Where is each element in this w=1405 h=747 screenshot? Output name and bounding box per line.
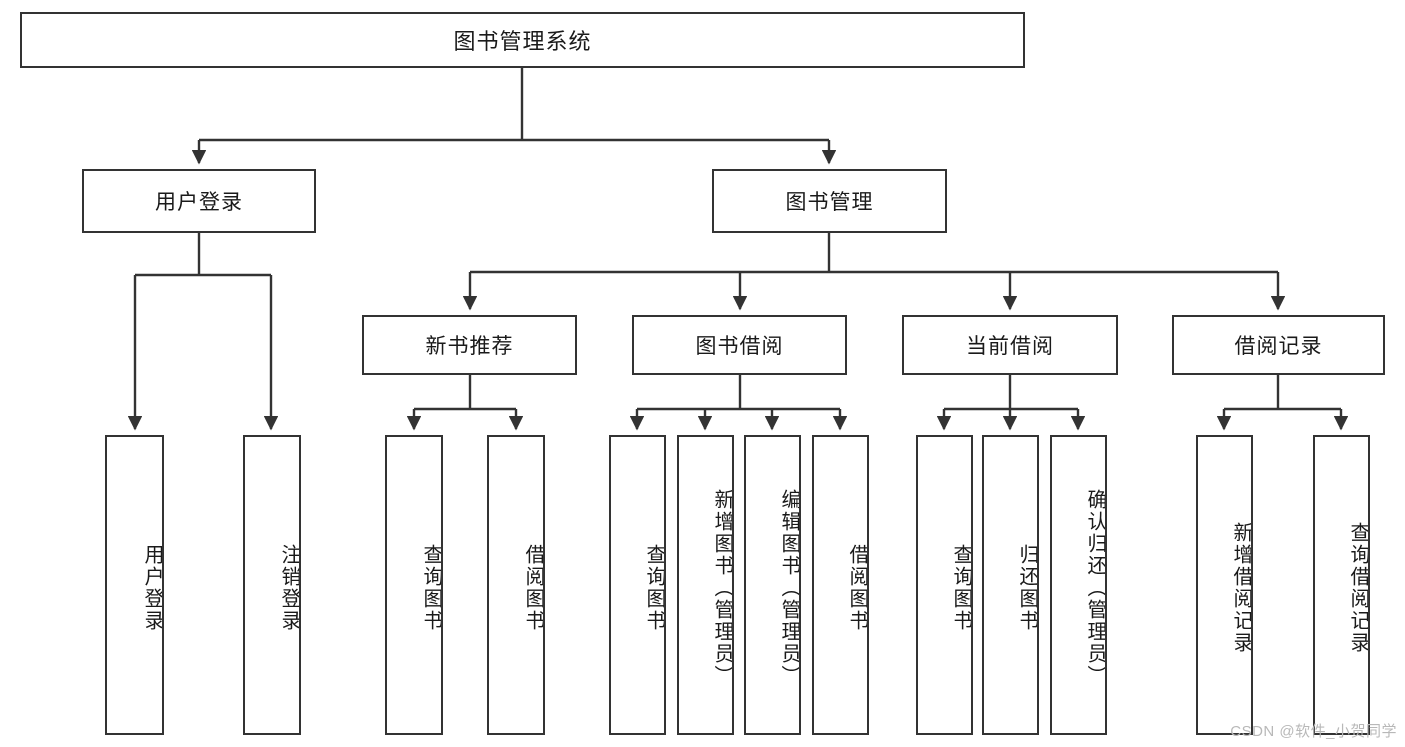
node-current-borrow[interactable]: 当前借阅	[902, 315, 1118, 375]
node-label: 查询借阅记录	[1347, 522, 1369, 654]
node-label: 图书管理系统	[453, 29, 592, 54]
leaf-add-book-admin[interactable]: 新增图书（管理员）	[677, 435, 734, 735]
leaf-logout[interactable]: 注销登录	[243, 435, 301, 735]
node-book-borrow[interactable]: 图书借阅	[632, 315, 847, 375]
node-label: 用户登录	[155, 191, 243, 214]
node-borrow-record[interactable]: 借阅记录	[1172, 315, 1385, 375]
node-book-management[interactable]: 图书管理	[712, 169, 947, 233]
node-label: 借阅图书	[846, 544, 868, 632]
node-label: 归还图书	[1016, 544, 1038, 632]
node-label: 图书借阅	[695, 335, 784, 358]
node-label: 用户登录	[141, 544, 163, 632]
node-label: 查询图书	[643, 544, 665, 632]
leaf-query-book-rec[interactable]: 查询图书	[385, 435, 443, 735]
node-label: 查询图书	[420, 544, 442, 632]
node-label: 编辑图书（管理员）	[778, 489, 800, 687]
leaf-return-book[interactable]: 归还图书	[982, 435, 1039, 735]
node-root-system[interactable]: 图书管理系统	[20, 12, 1025, 68]
node-label: 新增图书（管理员）	[711, 489, 733, 687]
leaf-borrow-book[interactable]: 借阅图书	[812, 435, 869, 735]
leaf-edit-book-admin[interactable]: 编辑图书（管理员）	[744, 435, 801, 735]
leaf-query-borrow-record[interactable]: 查询借阅记录	[1313, 435, 1370, 735]
node-label: 注销登录	[278, 544, 300, 632]
node-user-login[interactable]: 用户登录	[82, 169, 316, 233]
node-new-book-recommend[interactable]: 新书推荐	[362, 315, 577, 375]
leaf-query-book-cur[interactable]: 查询图书	[916, 435, 973, 735]
node-label: 查询图书	[950, 544, 972, 632]
leaf-add-borrow-record[interactable]: 新增借阅记录	[1196, 435, 1253, 735]
node-label: 借阅图书	[522, 544, 544, 632]
leaf-user-login[interactable]: 用户登录	[105, 435, 164, 735]
node-label: 新书推荐	[425, 335, 514, 358]
node-label: 图书管理	[785, 191, 874, 214]
node-label: 新增借阅记录	[1230, 522, 1252, 654]
node-label: 当前借阅	[966, 335, 1054, 358]
leaf-confirm-return-admin[interactable]: 确认归还（管理员）	[1050, 435, 1107, 735]
leaf-borrow-book-rec[interactable]: 借阅图书	[487, 435, 545, 735]
leaf-query-book[interactable]: 查询图书	[609, 435, 666, 735]
node-label: 借阅记录	[1234, 335, 1323, 358]
node-label: 确认归还（管理员）	[1084, 489, 1106, 687]
